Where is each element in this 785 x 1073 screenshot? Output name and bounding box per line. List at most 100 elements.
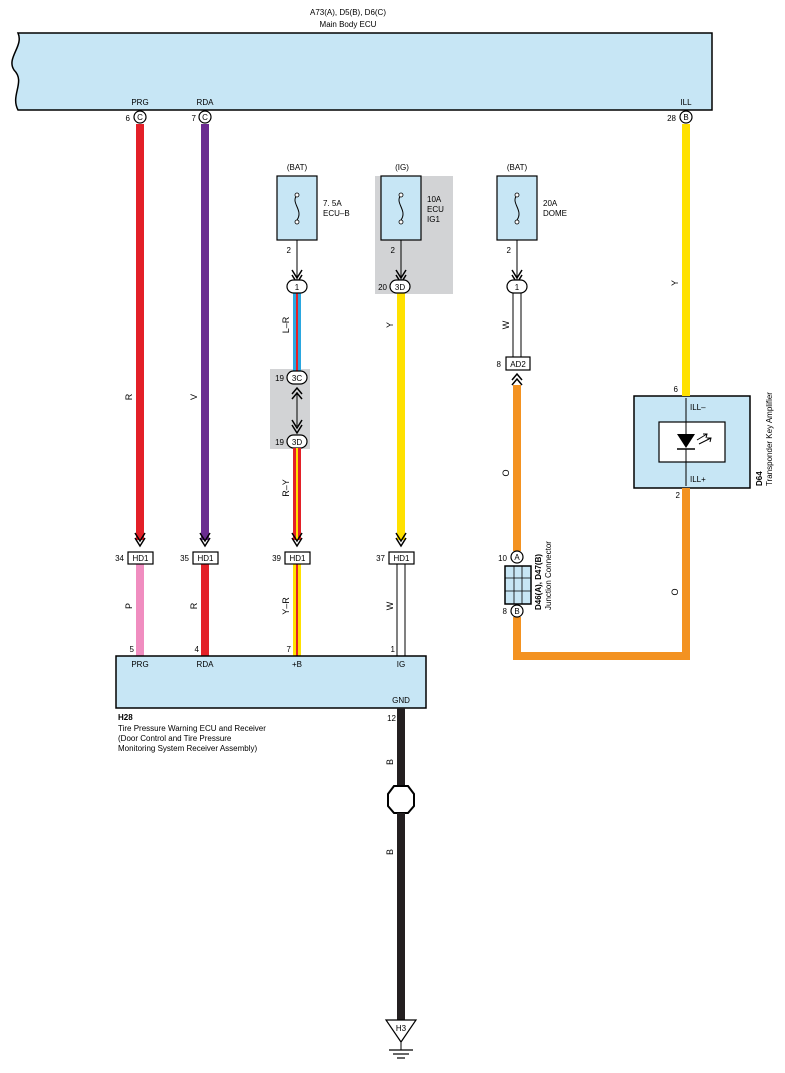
junction-1-dome-label: 1 <box>515 283 520 292</box>
ecu-name: Main Body ECU <box>320 20 377 29</box>
wire-label-y1: Y <box>385 322 395 328</box>
wire-label-o1: O <box>501 469 511 476</box>
hd1-34-num: 34 <box>115 554 124 563</box>
receiver-pin-label-b: +B <box>292 660 302 669</box>
junction-3d-ig-num: 20 <box>378 283 387 292</box>
wire-label-w2: W <box>385 601 395 610</box>
ecu-pin-conn-ill: B <box>683 113 688 122</box>
hd1-35-num: 35 <box>180 554 189 563</box>
ground-h3-label: H3 <box>396 1024 407 1033</box>
arrow-hd1-34 <box>134 532 146 548</box>
receiver-gnd-label: GND <box>392 696 410 705</box>
ecu-pin-b-ill <box>679 110 693 124</box>
wire-orange-1 <box>513 385 521 551</box>
junction-3d-ig-label: 3D <box>395 283 405 292</box>
wire-label-lr: L–R <box>281 316 291 333</box>
ground-splice-point <box>387 785 415 814</box>
receiver-pin-label-prg: PRG <box>131 660 148 669</box>
wire-label-o2: O <box>670 588 680 595</box>
arrow-ad2 <box>511 372 523 386</box>
wire-label-r1: R <box>124 393 134 400</box>
fuse1-rating: 7. 5A <box>323 199 342 208</box>
receiver-pin-num-rda: 4 <box>195 645 200 654</box>
wire-orange-jc <box>513 617 521 660</box>
wire-label-b1: B <box>385 759 395 765</box>
receiver-desc-2: (Door Control and Tire Pressure <box>118 734 232 743</box>
hd1-39-num: 39 <box>272 554 281 563</box>
wire-ig-yellow <box>397 293 405 540</box>
wire-prg-pink <box>136 564 144 656</box>
connector-hd1-37 <box>388 551 415 565</box>
amplifier-led-box <box>658 421 726 463</box>
led-icon <box>677 434 695 448</box>
ecu-pin-num-7: 7 <box>192 114 197 123</box>
amplifier-id: D64 <box>755 471 764 486</box>
arrow-hd1-37 <box>395 532 407 548</box>
hd1-37-num: 37 <box>376 554 385 563</box>
connector-hd1-34 <box>127 551 154 565</box>
receiver-desc-1: Tire Pressure Warning ECU and Receiver <box>118 724 266 733</box>
ecu-pin-conn-rda: C <box>202 113 208 122</box>
ecu-title: A73(A), D5(B), D6(C) <box>310 8 386 17</box>
ecu-pin-label-prg: PRG <box>131 98 148 107</box>
junction-3c-num: 19 <box>275 374 284 383</box>
ecu-pin-c-prg <box>133 110 147 124</box>
wire-label-ry: R–Y <box>281 479 291 497</box>
receiver-pin-num-ig: 1 <box>391 645 396 654</box>
fuse3-pin: 2 <box>507 246 512 255</box>
wire-rda-red <box>201 564 209 656</box>
wire-label-v: V <box>189 394 199 400</box>
junction-1-label: 1 <box>295 283 300 292</box>
receiver-desc-3: Monitoring System Receiver Assembly) <box>118 744 257 753</box>
jconn-pin-b <box>510 604 524 618</box>
arrow-hd1-35 <box>199 532 211 548</box>
amp-pin-bottom: 2 <box>676 491 681 500</box>
ecu-pin-c-rda <box>198 110 212 124</box>
fuse3-source: (BAT) <box>507 163 528 172</box>
receiver-gnd-num: 12 <box>387 714 396 723</box>
fuse2-source: (IG) <box>395 163 409 172</box>
wire-lr-red <box>296 293 298 371</box>
fuse3-name: DOME <box>543 209 567 218</box>
hd1-35-label: HD1 <box>197 554 214 563</box>
amplifier-name: Transponder Key Amplifier <box>765 392 774 486</box>
fuse2-name2: IG1 <box>427 215 440 224</box>
jconn-pin-a <box>510 550 524 564</box>
wire-ill-yellow <box>682 124 690 382</box>
wire-lr-blue <box>293 293 296 371</box>
receiver-id: H28 <box>118 713 133 722</box>
wire-label-yr: Y–R <box>281 597 291 615</box>
junction-3d-label: 3D <box>292 438 302 447</box>
receiver-pin-num-b: 7 <box>287 645 292 654</box>
jconn-pin-b-num: 8 <box>503 607 508 616</box>
connector-hd1-35 <box>192 551 219 565</box>
wire-gnd-black-2 <box>397 813 405 1020</box>
hd1-37-label: HD1 <box>393 554 410 563</box>
main-body-ecu-box <box>11 32 713 111</box>
wire-gnd-black-1 <box>397 708 405 788</box>
jconn-pin-a-num: 10 <box>498 554 507 563</box>
light-emission-icon <box>696 433 712 445</box>
jconn-id: D46(A), D47(B) <box>534 554 543 610</box>
wire-orange-amp <box>682 488 690 660</box>
junction-1 <box>286 279 308 294</box>
wire-dome-white <box>512 292 522 358</box>
fuse2-pin: 2 <box>391 246 396 255</box>
hd1-39-label: HD1 <box>289 554 306 563</box>
ecu-pin-label-ill: ILL <box>680 98 692 107</box>
wire-yr-yellow <box>293 564 296 656</box>
amp-label-top: ILL– <box>690 403 706 412</box>
wire-yr-red <box>296 564 298 656</box>
junction-1-dome <box>506 279 528 294</box>
wire-label-w1: W <box>501 320 511 329</box>
connector-hd1-39 <box>284 551 311 565</box>
receiver-pin-label-ig: IG <box>397 660 405 669</box>
ecu-pin-num-28: 28 <box>667 114 676 123</box>
amp-pin-top: 6 <box>674 385 679 394</box>
receiver-h28-box <box>115 655 427 709</box>
amp-label-bottom: ILL+ <box>690 475 706 484</box>
receiver-pin-num-prg: 5 <box>130 645 135 654</box>
wire-label-y2: Y <box>670 280 680 286</box>
arrow-3d <box>291 419 303 435</box>
fuse1-pin: 2 <box>287 246 292 255</box>
